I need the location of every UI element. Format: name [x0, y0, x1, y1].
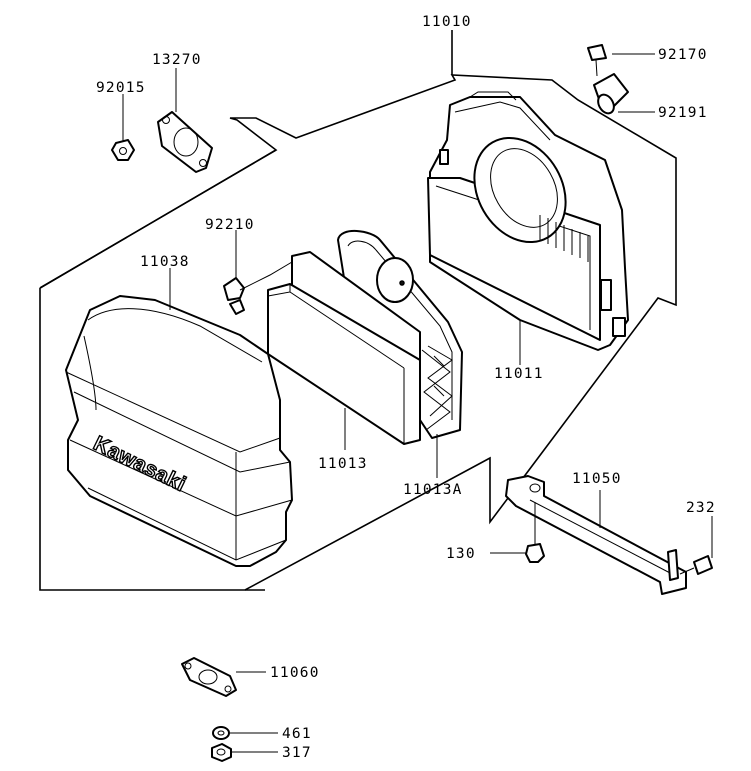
- lock-washer-461: [212, 726, 230, 740]
- nut-92015: [111, 139, 135, 161]
- label-11011: 11011: [494, 366, 544, 382]
- label-13270: 13270: [152, 52, 202, 68]
- label-92191: 92191: [658, 105, 708, 121]
- wing-nut-92210: [223, 261, 293, 315]
- label-11060: 11060: [270, 665, 320, 681]
- label-461: 461: [282, 726, 312, 742]
- label-11038: 11038: [140, 254, 190, 270]
- part-labels: 11010 92170 92191 13270 92015 92210 1103…: [96, 14, 716, 761]
- label-11010: 11010: [422, 14, 472, 30]
- gasket-11060: [181, 657, 237, 697]
- label-11013A: 11013A: [403, 482, 463, 498]
- bracket-11050: [505, 475, 687, 595]
- label-92170: 92170: [658, 47, 708, 63]
- bolt-232: [679, 555, 713, 575]
- label-232: 232: [686, 500, 716, 516]
- leader-lines: [122, 53, 713, 753]
- bolt-130: [525, 502, 545, 563]
- bolt-92170: [587, 44, 607, 77]
- label-92210: 92210: [205, 217, 255, 233]
- label-11050: 11050: [572, 471, 622, 487]
- label-130: 130: [446, 546, 476, 562]
- label-11013: 11013: [318, 456, 368, 472]
- assembly-outline: [39, 30, 677, 591]
- gasket-13270: [157, 111, 213, 173]
- breather-92191: [593, 73, 629, 115]
- label-317: 317: [282, 745, 312, 761]
- label-92015: 92015: [96, 80, 146, 96]
- nut-317: [211, 743, 232, 762]
- cover-11038: Kawasaki: [65, 295, 293, 567]
- air-cleaner-base-11010: [427, 91, 629, 351]
